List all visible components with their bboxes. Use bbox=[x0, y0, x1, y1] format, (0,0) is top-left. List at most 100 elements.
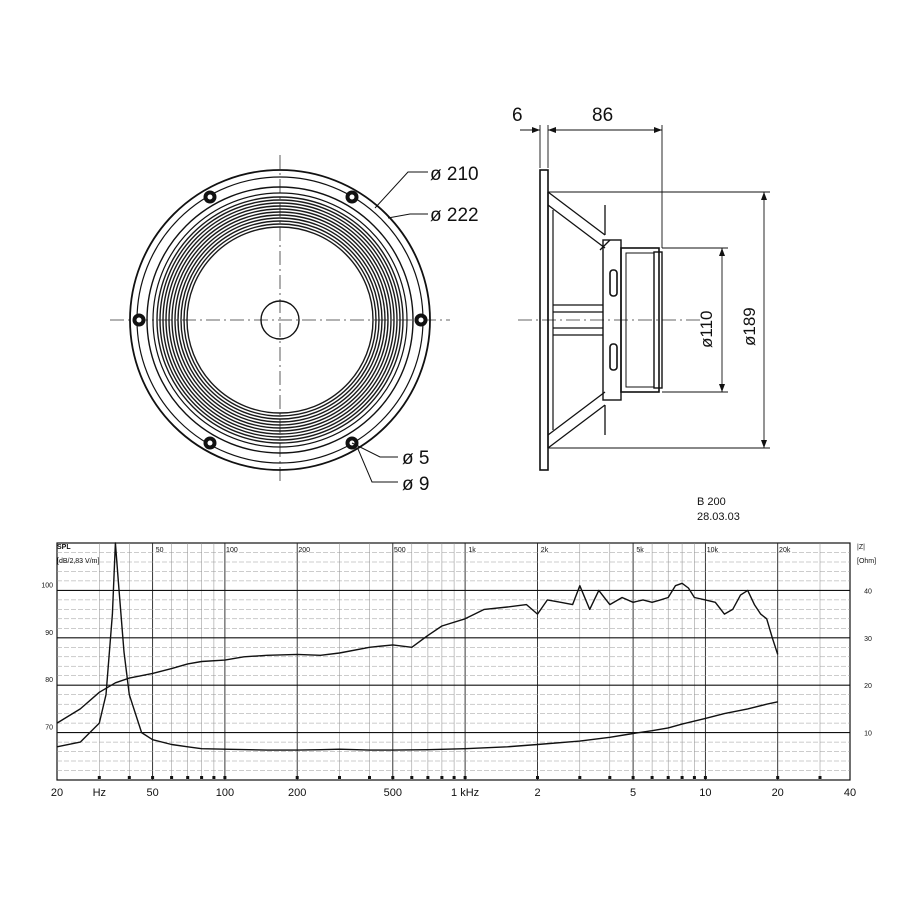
mounting-hole bbox=[203, 190, 217, 204]
cone-corrugations bbox=[156, 196, 404, 444]
x-tick-label-bottom: 200 bbox=[288, 787, 306, 799]
model-name: B 200 bbox=[697, 496, 726, 508]
x-tick-label-bottom: 20 bbox=[772, 787, 784, 799]
front-dim-labels: ø 210 ø 222 ø 5 ø 9 bbox=[402, 164, 479, 495]
axis-marker bbox=[223, 776, 227, 779]
dim-depth: 86 bbox=[592, 105, 613, 126]
x-tick-label-bottom: 50 bbox=[146, 787, 158, 799]
surround-inner bbox=[152, 192, 408, 448]
y-left-tick-label: 80 bbox=[45, 677, 53, 684]
terminal-upper bbox=[609, 269, 618, 297]
axis-marker bbox=[368, 776, 371, 779]
front-view bbox=[110, 155, 450, 485]
side-dimension-lines bbox=[520, 125, 770, 449]
x-tick-label-bottom: 100 bbox=[216, 787, 234, 799]
x-tick-label-bottom: 40 bbox=[844, 787, 856, 799]
x-tick-label-top: 2k bbox=[541, 547, 549, 554]
x-tick-label-bottom: Hz bbox=[93, 787, 106, 799]
plot-frame bbox=[56, 542, 851, 781]
x-tick-label-bottom: 500 bbox=[384, 787, 402, 799]
y-left-tick-label: 90 bbox=[45, 630, 53, 637]
y-left-label-main: SPL bbox=[57, 544, 71, 551]
x-tick-label-bottom: 20 bbox=[51, 787, 63, 799]
mounting-holes bbox=[132, 190, 428, 450]
mounting-hole bbox=[132, 313, 146, 327]
grid-layer bbox=[57, 543, 850, 780]
y-left-tick-label: 70 bbox=[45, 725, 53, 732]
axis-marker bbox=[338, 776, 341, 779]
impedance-curve bbox=[56, 542, 778, 751]
axis-marker bbox=[703, 776, 707, 779]
motor-back bbox=[653, 251, 663, 389]
spl-curve bbox=[56, 582, 779, 724]
frame-outer-ring bbox=[129, 169, 431, 471]
y-right-tick-label: 10 bbox=[864, 731, 872, 738]
mounting-hole bbox=[345, 190, 359, 204]
x-tick-label-top: 500 bbox=[394, 547, 406, 554]
axis-marker bbox=[631, 776, 635, 779]
dimension-arrowheads bbox=[532, 127, 767, 448]
axis-marker bbox=[692, 776, 696, 779]
axis-marker bbox=[426, 776, 430, 779]
dim-diameter-222: ø 222 bbox=[430, 205, 479, 226]
y-right-tick-label: 40 bbox=[864, 588, 872, 595]
y-right-label-unit: [Ohm] bbox=[857, 558, 876, 565]
axis-marker bbox=[650, 776, 654, 779]
x-tick-label-top: 100 bbox=[226, 547, 238, 554]
axis-marker bbox=[212, 776, 216, 779]
series-layer bbox=[56, 542, 779, 751]
axis-marker bbox=[666, 776, 670, 779]
axis-marker bbox=[452, 776, 456, 779]
x-tick-label-bottom: 10 bbox=[699, 787, 711, 799]
axis-marker bbox=[578, 776, 582, 779]
axis-marker bbox=[391, 776, 395, 779]
axis-marker bbox=[295, 776, 299, 779]
motor-magnet bbox=[620, 247, 660, 393]
axis-marker bbox=[680, 776, 684, 779]
axis-marker bbox=[151, 776, 155, 779]
model-date: 28.03.03 bbox=[697, 511, 740, 523]
x-tick-label-bottom: 2 bbox=[534, 787, 540, 799]
x-tick-label-top: 10k bbox=[707, 547, 719, 554]
axis-marker bbox=[776, 776, 780, 779]
x-tick-label-top: 20k bbox=[779, 547, 791, 554]
front-centerlines bbox=[110, 155, 450, 485]
axis-marker bbox=[170, 776, 174, 779]
dust-cap bbox=[260, 300, 300, 340]
front-leaders bbox=[351, 171, 428, 483]
mounting-hole bbox=[203, 436, 217, 450]
axis-marker bbox=[536, 776, 539, 779]
x-tick-label-top: 200 bbox=[298, 547, 310, 554]
y-left-tick-label: 100 bbox=[41, 582, 53, 589]
x-tick-label-top: 5k bbox=[636, 547, 644, 554]
axis-marker bbox=[200, 776, 204, 779]
axis-marker bbox=[186, 776, 190, 779]
axis-marker bbox=[818, 776, 822, 779]
basket-mid-bars bbox=[552, 210, 603, 430]
basket-struts bbox=[547, 191, 611, 449]
side-view bbox=[518, 125, 770, 471]
x-tick-label-bottom: 1 kHz bbox=[451, 787, 479, 799]
side-dim-labels: 6 86 ø110 ø189 bbox=[512, 105, 759, 348]
dim-diameter-210: ø 210 bbox=[430, 164, 479, 185]
dim-diameter-5: ø 5 bbox=[402, 448, 429, 469]
x-tick-label-bottom: 5 bbox=[630, 787, 636, 799]
dim-diameter-9: ø 9 bbox=[402, 474, 429, 495]
terminal-lower bbox=[609, 343, 618, 371]
axis-marker bbox=[463, 776, 467, 779]
y-right-tick-label: 20 bbox=[864, 683, 872, 690]
axis-marker bbox=[608, 776, 612, 779]
surround-outer bbox=[146, 186, 414, 454]
axis-marker bbox=[127, 776, 131, 779]
axis-labels: SPL [dB/2,83 V/m] |Z| [Ohm] bbox=[57, 544, 876, 565]
y-right-tick-label: 30 bbox=[864, 636, 872, 643]
axis-marker bbox=[410, 776, 414, 779]
x-tick-label-top: 1k bbox=[468, 547, 476, 554]
dim-diameter-110: ø110 bbox=[697, 311, 716, 349]
x-tick-label-top: 50 bbox=[156, 547, 164, 554]
y-left-label-unit: [dB/2,83 V/m] bbox=[57, 558, 99, 565]
axis-marker bbox=[440, 776, 444, 779]
